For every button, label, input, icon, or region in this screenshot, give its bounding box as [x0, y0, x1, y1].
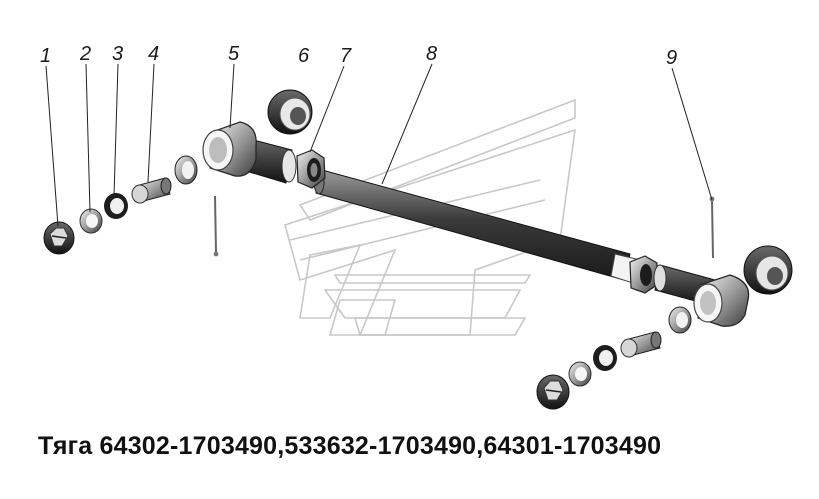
left-bushing: [174, 155, 198, 185]
callout-4: 4: [148, 43, 159, 65]
tie-rod-tube: [313, 169, 641, 285]
leader-line-8: [381, 63, 433, 185]
callout-9: 9: [666, 47, 677, 69]
left-boot-cap: [267, 89, 313, 135]
callout-7: 7: [340, 45, 352, 67]
leader-line-5: [229, 63, 235, 129]
leader-line-7: [309, 65, 345, 153]
right-boot-cap: [743, 245, 793, 295]
right-cotter-pin: [709, 196, 715, 259]
callout-2: 2: [79, 43, 91, 65]
right-ball-pin: [620, 331, 662, 358]
left-ball-pin: [131, 177, 172, 204]
right-lock-nut: [629, 255, 658, 294]
callout-3: 3: [112, 43, 123, 65]
right-washer-2: [568, 361, 592, 387]
callout-5: 5: [228, 43, 240, 65]
watermark-logo: [284, 98, 576, 336]
leader-lines: [45, 63, 713, 227]
left-rod-end-housing: [202, 121, 257, 177]
callout-6: 6: [298, 45, 310, 67]
leader-line-2: [85, 63, 91, 213]
right-bushing: [668, 306, 692, 334]
right-rod-end-housing: [693, 274, 750, 327]
leader-line-3: [113, 63, 119, 197]
left-washer-3: [104, 193, 128, 219]
right-castle-nut: [536, 374, 570, 410]
callout-labels: 1 2 3 4 5 6 7 8 9: [40, 43, 677, 69]
diagram-caption: Тяга 64302-1703490,533632-1703490,64301-…: [38, 432, 662, 460]
callout-1: 1: [40, 45, 51, 67]
leader-line-1: [45, 65, 59, 227]
right-washer-3: [593, 345, 617, 371]
left-lock-nut: [296, 149, 326, 189]
left-castle-nut: [43, 221, 75, 255]
leader-line-9: [671, 67, 713, 201]
left-cotter-pin: [213, 195, 219, 257]
callout-8: 8: [426, 43, 437, 65]
leader-line-4: [147, 63, 155, 183]
left-washer-2: [79, 208, 103, 234]
